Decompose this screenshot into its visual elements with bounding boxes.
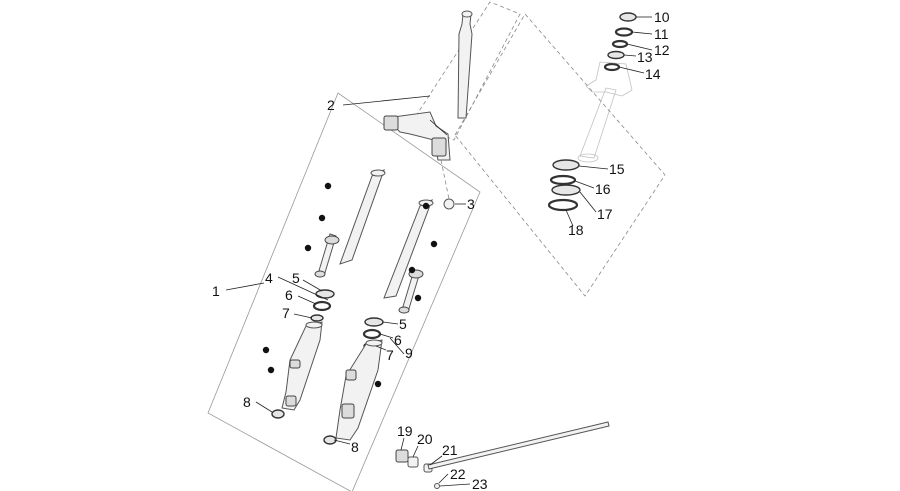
cap-8-left — [271, 409, 285, 419]
callout-1: 1 — [212, 283, 220, 299]
axle-hardware — [395, 421, 610, 489]
fork-tube-left — [339, 168, 386, 265]
callout-11: 11 — [654, 26, 669, 42]
callout-8-left: 8 — [243, 394, 251, 410]
callout-10: 10 — [654, 9, 670, 25]
callout-22: 22 — [450, 466, 466, 482]
assembly-dots — [262, 182, 438, 388]
fork-assembly-frame — [207, 92, 481, 491]
callout-21: 21 — [442, 442, 458, 458]
steering-stem — [383, 10, 473, 161]
cap-8-right — [323, 435, 337, 445]
callout-18: 18 — [568, 222, 584, 238]
seal-6-right — [362, 328, 382, 340]
headset-lower-stack — [547, 159, 581, 212]
callout-19: 19 — [397, 423, 413, 439]
callout-16: 16 — [595, 181, 611, 197]
callout-labels: 1 2 3 4 5 5 6 6 7 7 8 8 9 10 11 12 13 14… — [212, 9, 670, 491]
callout-5-left: 5 — [292, 270, 300, 286]
fork-slider-right — [335, 339, 383, 441]
callout-9: 9 — [405, 345, 413, 361]
leader-lines — [225, 16, 653, 487]
headset-upper-stack — [603, 12, 637, 72]
ring-7-left — [310, 314, 324, 322]
callout-7-right: 7 — [386, 347, 394, 363]
callout-23: 23 — [472, 476, 488, 491]
bolt-part-3 — [440, 159, 455, 210]
callout-14: 14 — [645, 66, 661, 82]
seal-6-left — [312, 300, 332, 312]
seal-5-left — [315, 289, 335, 299]
callout-7-left: 7 — [282, 305, 290, 321]
steering-column-ghost — [577, 61, 633, 163]
steering-bearing-frame — [454, 13, 666, 297]
callout-3: 3 — [467, 196, 475, 212]
callout-6-right: 6 — [394, 332, 402, 348]
callout-4: 4 — [265, 270, 273, 286]
callout-15: 15 — [609, 161, 625, 177]
damper-rod-left — [314, 233, 340, 278]
callout-2: 2 — [327, 97, 335, 113]
callout-12: 12 — [654, 42, 670, 58]
callout-20: 20 — [417, 431, 433, 447]
fork-slider-left — [281, 321, 323, 411]
callout-6-left: 6 — [285, 287, 293, 303]
damper-rod-right — [398, 269, 424, 314]
seal-5-right — [364, 317, 384, 327]
callout-5-right: 5 — [399, 316, 407, 332]
callout-13: 13 — [637, 49, 653, 65]
fork-tube-right — [383, 198, 434, 299]
callout-8-right: 8 — [351, 439, 359, 455]
callout-17: 17 — [597, 206, 613, 222]
